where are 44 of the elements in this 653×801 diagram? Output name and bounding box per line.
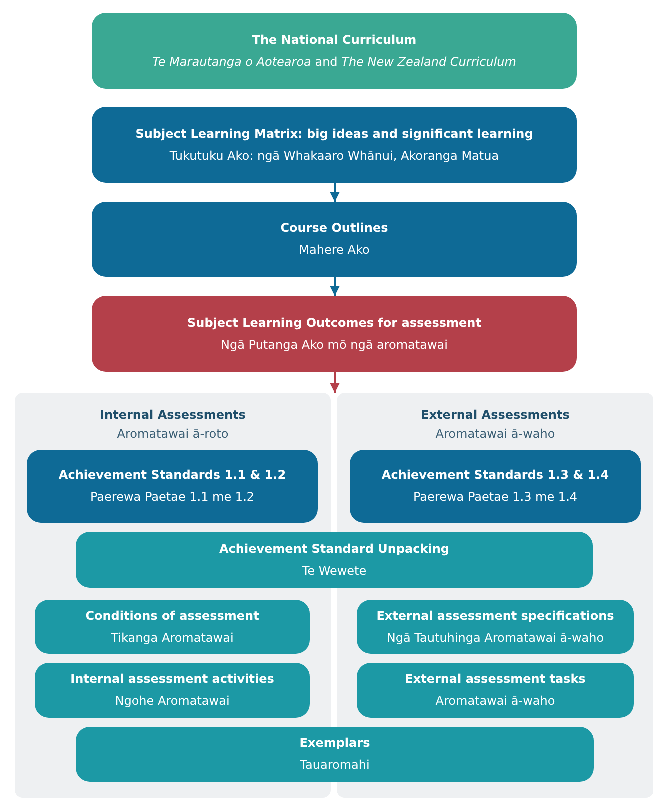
box-title: Achievement Standard Unpacking [220,540,450,558]
box-title: Subject Learning Matrix: big ideas and significant learning [136,126,534,142]
standards-box [350,450,641,523]
box-title: Conditions of assessment [86,608,260,624]
panel-heading: Internal Assessments [100,407,246,424]
box-subtitle: Tukutuku Ako: ngā Whakaaro Whānui, Akoranga Matua [170,148,500,164]
box-subtitle: Ngā Tautuhinga Aromatawai ā-waho [386,630,604,646]
box-title: External assessment tasks [405,671,586,688]
arrow [330,277,340,296]
standards-box [27,450,318,523]
box-subtitle: Paerewa Paetae 1.3 me 1.4 [413,489,578,506]
box-subtitle: Te Wewete [302,562,367,580]
box-title: The National Curriculum [252,32,417,48]
box-title: Internal assessment activities [70,671,274,688]
curriculum-box [92,13,577,89]
assessment-box [357,600,634,654]
box-subtitle: Paerewa Paetae 1.1 me 1.2 [90,489,255,506]
outcomes-box [92,296,577,372]
box-title: External assessment specifications [376,608,614,624]
arrow [330,372,340,393]
box-subtitle: Te Marautanga o Aotearoa and The New Zealand Curriculum [152,54,516,70]
box-subtitle: Aromatawai ā-waho [436,693,556,710]
course-outline-box [92,202,577,277]
assessment-box [35,663,310,718]
assessment-box [357,663,634,718]
box-title: Achievement Standards 1.1 & 1.2 [58,467,286,484]
panel-subheading: Aromatawai ā-roto [117,426,229,443]
box-subtitle: Tikanga Aromatawai [111,630,234,646]
box-title: Course Outlines [280,220,388,237]
box-title: Subject Learning Outcomes for assessment [188,314,482,332]
assessment-area [15,393,653,798]
box-title: Achievement Standards 1.3 & 1.4 [382,467,610,484]
box-subtitle: Mahere Ako [299,242,370,259]
unpacking-box [76,532,593,588]
exemplars-box [76,727,594,782]
assessment-box [35,600,310,654]
panel-subheading: Aromatawai ā-waho [436,426,556,443]
box-subtitle: Tauaromahi [300,757,370,774]
arrow [330,183,340,202]
panel-heading: External Assessments [421,407,570,424]
box-subtitle: Ngohe Aromatawai [115,693,230,710]
matrix-box [92,107,577,183]
box-subtitle: Ngā Putanga Ako mō ngā aromatawai [221,336,448,354]
box-title: Exemplars [300,735,370,752]
